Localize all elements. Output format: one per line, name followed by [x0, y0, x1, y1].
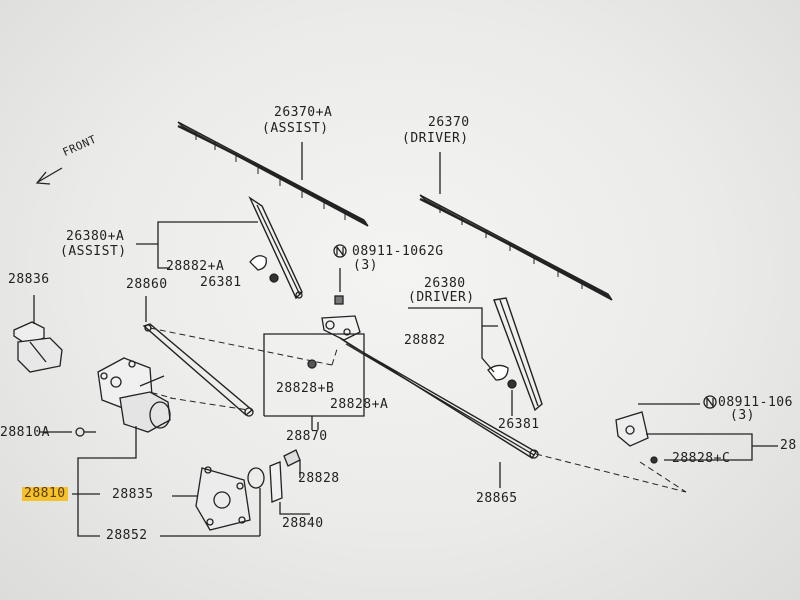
bolt-top-qty: (3) — [353, 258, 378, 273]
arm-assist-label: (ASSIST) — [60, 244, 127, 259]
blade-driver-label: (DRIVER) — [402, 131, 469, 146]
bolt-right-label: 08911-106 — [718, 395, 793, 410]
small-bracket-label: 28840 — [282, 516, 324, 531]
center-pivot — [321, 315, 361, 341]
wiper-bracket — [13, 295, 63, 373]
driver-blade — [419, 194, 613, 301]
motor-seal-plate — [195, 466, 251, 531]
blade-assist-label: (ASSIST) — [262, 121, 329, 136]
seal-label: 28835 — [112, 487, 154, 502]
front-arrow-icon — [35, 167, 63, 185]
nut-assist-label: 26381 — [200, 275, 242, 290]
wiper-motor — [97, 357, 171, 433]
linkage-label: 28870 — [286, 429, 328, 444]
cap-assist-label: 28882+A — [166, 259, 225, 274]
bolt-top-label: 08911-1062G — [352, 244, 444, 259]
bolt-motor-label: 28810A — [0, 425, 50, 440]
driver-arm — [493, 297, 543, 412]
right-pivot — [615, 411, 658, 464]
small-bracket — [247, 449, 301, 503]
blade-driver-number: 26370 — [428, 115, 470, 130]
cap-driver-label: 28882 — [404, 333, 446, 348]
assist-arm — [248, 196, 303, 300]
arm-driver-number: 26380 — [424, 276, 466, 291]
right-cut-label: 28 — [780, 438, 797, 453]
arm-driver-label: (DRIVER) — [408, 290, 475, 305]
motor-pad-label: 28852 — [106, 528, 148, 543]
assist-blade — [177, 121, 369, 227]
rod-right-label: 28865 — [476, 491, 518, 506]
arm-assist-number: 26380+A — [66, 229, 125, 244]
bracket-label: 28836 — [8, 272, 50, 287]
pivot-a-label: 28828+A — [330, 397, 389, 412]
motor-label: 28810 — [22, 486, 68, 501]
pivot-c-label: 28828+C — [672, 451, 731, 466]
nut-driver-label: 26381 — [498, 417, 540, 432]
pivot-label: 28828 — [298, 471, 340, 486]
rod-left-label: 28860 — [126, 277, 168, 292]
blade-assist-number: 26370+A — [274, 105, 333, 120]
bolt-right-qty: (3) — [730, 408, 755, 423]
pivot-b-label: 28828+B — [276, 381, 335, 396]
